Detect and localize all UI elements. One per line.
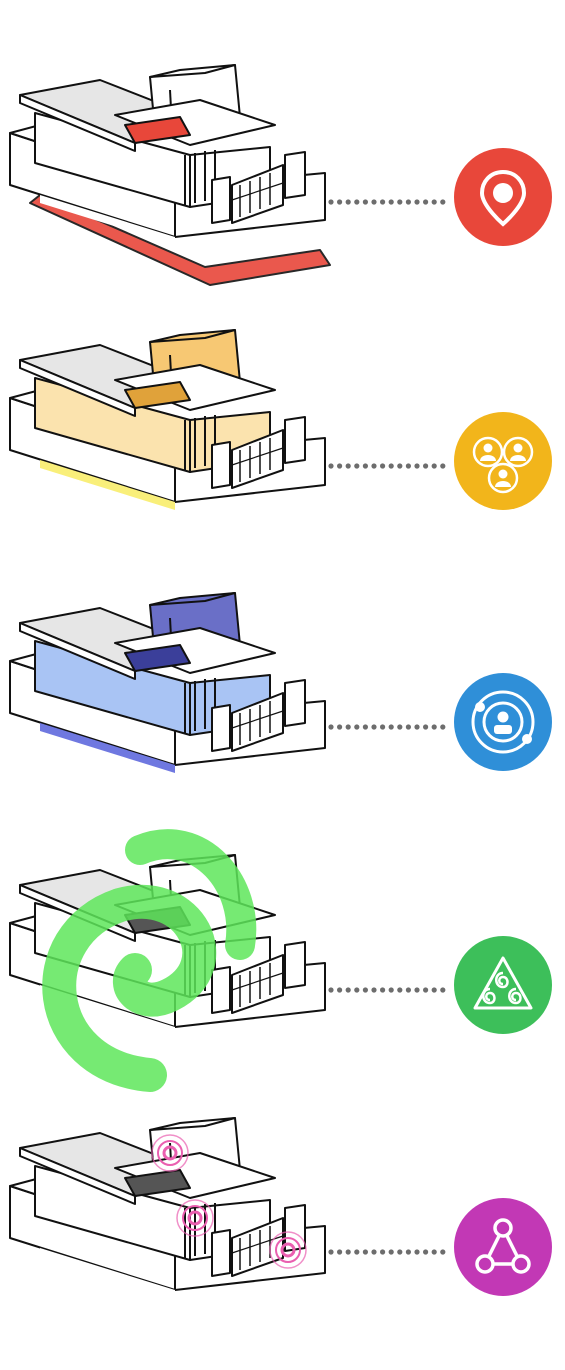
network-triangle-badge <box>454 1198 552 1296</box>
network-triangle-icon <box>475 1218 531 1274</box>
dotted-connector <box>327 1243 447 1255</box>
building-illustration <box>9 329 326 510</box>
triple-spiral-badge <box>454 936 552 1034</box>
people-group-icon <box>472 436 534 494</box>
building-illustration <box>9 1117 326 1298</box>
triple-spiral-icon <box>473 956 533 1010</box>
ripple-node <box>151 1134 189 1172</box>
dotted-connector <box>327 981 447 993</box>
person-orbit-icon <box>471 690 535 754</box>
ripple-node <box>176 1199 214 1237</box>
dotted-connector <box>327 718 447 730</box>
diagram-row-location <box>0 55 565 317</box>
people-group-badge <box>454 412 552 510</box>
dotted-connector <box>327 457 447 469</box>
diagram-row-flow <box>0 829 565 1107</box>
map-pin-badge <box>454 148 552 246</box>
building-illustration <box>9 64 331 286</box>
diagram-row-community <box>0 320 565 582</box>
diagram-row-connection <box>0 583 565 845</box>
person-orbit-badge <box>454 673 552 771</box>
ripple-node <box>269 1231 307 1269</box>
building-illustration <box>9 829 326 1092</box>
diagram-row-network <box>0 1108 565 1370</box>
map-pin-icon <box>479 169 527 227</box>
building-illustration <box>9 592 326 773</box>
dotted-connector <box>327 193 447 205</box>
